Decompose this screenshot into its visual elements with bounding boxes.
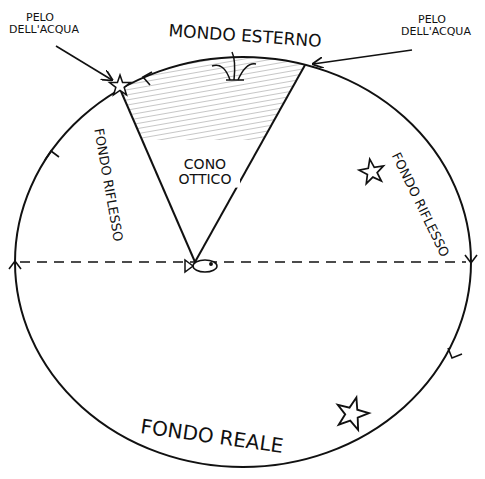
region-label: FONDO RIFLESSO xyxy=(389,150,452,259)
chevron xyxy=(143,72,152,85)
region-label: FONDO RIFLESSO xyxy=(91,127,125,242)
fish-eye xyxy=(210,263,212,265)
fish-symbol xyxy=(185,260,217,272)
star-symbol xyxy=(358,157,386,184)
plant-stroke xyxy=(212,65,230,80)
water-sphere-outline xyxy=(15,57,471,467)
hatch-fill xyxy=(120,57,305,140)
fish-tail xyxy=(185,260,193,272)
leader-arrow xyxy=(313,50,412,64)
plant-stroke xyxy=(238,64,256,80)
chevron xyxy=(9,261,21,269)
cone-hatching xyxy=(120,57,305,140)
region-label: MONDO ESTERNO xyxy=(168,21,322,50)
plant-stroke xyxy=(226,79,244,81)
water-surface-label: PELO DELL'ACQUA xyxy=(9,12,71,36)
leader-arrow xyxy=(56,46,112,80)
plant-stroke xyxy=(232,52,235,80)
direction-chevrons xyxy=(9,72,477,358)
chevron xyxy=(448,348,462,358)
star-symbol xyxy=(333,393,372,431)
chevron xyxy=(45,151,59,160)
cone-label: CONO OTTICO xyxy=(170,157,240,188)
region-label: FONDO REALE xyxy=(139,415,284,457)
chevron xyxy=(465,255,477,263)
water-surface-label: PELO DELL'ACQUA xyxy=(401,14,463,38)
star-symbol xyxy=(110,75,131,95)
horizon-line xyxy=(20,261,466,263)
fountain-plant xyxy=(212,52,256,80)
fish-body xyxy=(193,260,217,272)
